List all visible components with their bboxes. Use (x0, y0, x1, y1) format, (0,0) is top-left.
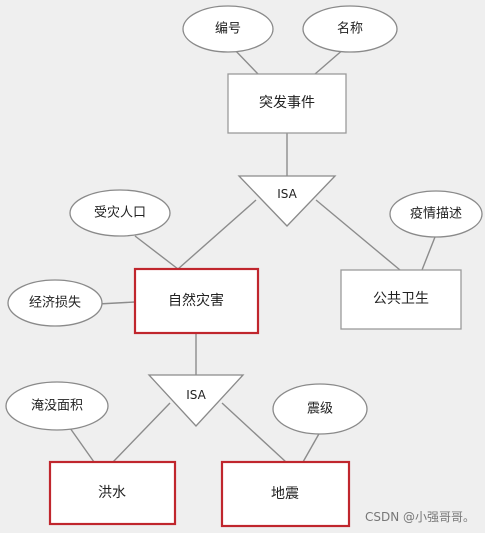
attribute-affected-population: 受灾人口 (69, 189, 171, 237)
entity-earthquake-label: 地震 (271, 486, 299, 502)
attribute-id: 编号 (182, 5, 274, 53)
connector-loss-natural (97, 301, 136, 305)
attribute-economic-loss: 经济损失 (7, 279, 103, 327)
entity-emergency-event: 突发事件 (227, 73, 347, 134)
connector-affected-natural (134, 235, 179, 270)
connectors (69, 47, 436, 463)
connector-name-event (314, 47, 346, 75)
attribute-economic-loss-label: 经济损失 (29, 296, 81, 311)
connector-isa-natural (177, 199, 257, 270)
attribute-magnitude: 震级 (272, 383, 368, 435)
entity-public-health: 公共卫生 (340, 269, 462, 330)
connector-area-flood (69, 427, 95, 463)
connector-id-event (232, 47, 259, 75)
entity-flood: 洪水 (48, 460, 177, 526)
attribute-epidemic-description: 疫情描述 (389, 190, 483, 238)
isa-bottom-label: ISA (186, 388, 206, 402)
attribute-id-label: 编号 (215, 22, 241, 37)
entity-natural-disaster: 自然灾害 (133, 267, 260, 335)
isa-top-label: ISA (277, 187, 297, 201)
entity-emergency-event-label: 突发事件 (259, 95, 315, 111)
csdn-watermark: CSDN @小强哥哥。 (364, 510, 475, 524)
connector-isa-health (315, 199, 401, 271)
attribute-affected-population-label: 受灾人口 (94, 205, 146, 221)
attribute-epidemic-description-label: 疫情描述 (410, 206, 462, 222)
entity-flood-label: 洪水 (98, 485, 126, 501)
attribute-submerged-area: 淹没面积 (5, 381, 109, 431)
entity-public-health-label: 公共卫生 (373, 291, 429, 307)
isa-triangle-top: ISA (237, 175, 337, 227)
entity-earthquake: 地震 (220, 460, 351, 528)
attribute-magnitude-label: 震级 (307, 402, 333, 417)
connector-isa-flood (112, 402, 171, 463)
isa-triangle-bottom: ISA (147, 374, 245, 427)
entity-natural-disaster-label: 自然灾害 (168, 292, 224, 309)
connector-magnitude-quake (302, 431, 321, 463)
attribute-submerged-area-label: 淹没面积 (31, 399, 83, 414)
attribute-name-label: 名称 (337, 21, 363, 37)
connector-epidemic-health (421, 236, 436, 271)
attribute-name: 名称 (302, 5, 398, 53)
connector-isa-quake (221, 402, 287, 463)
